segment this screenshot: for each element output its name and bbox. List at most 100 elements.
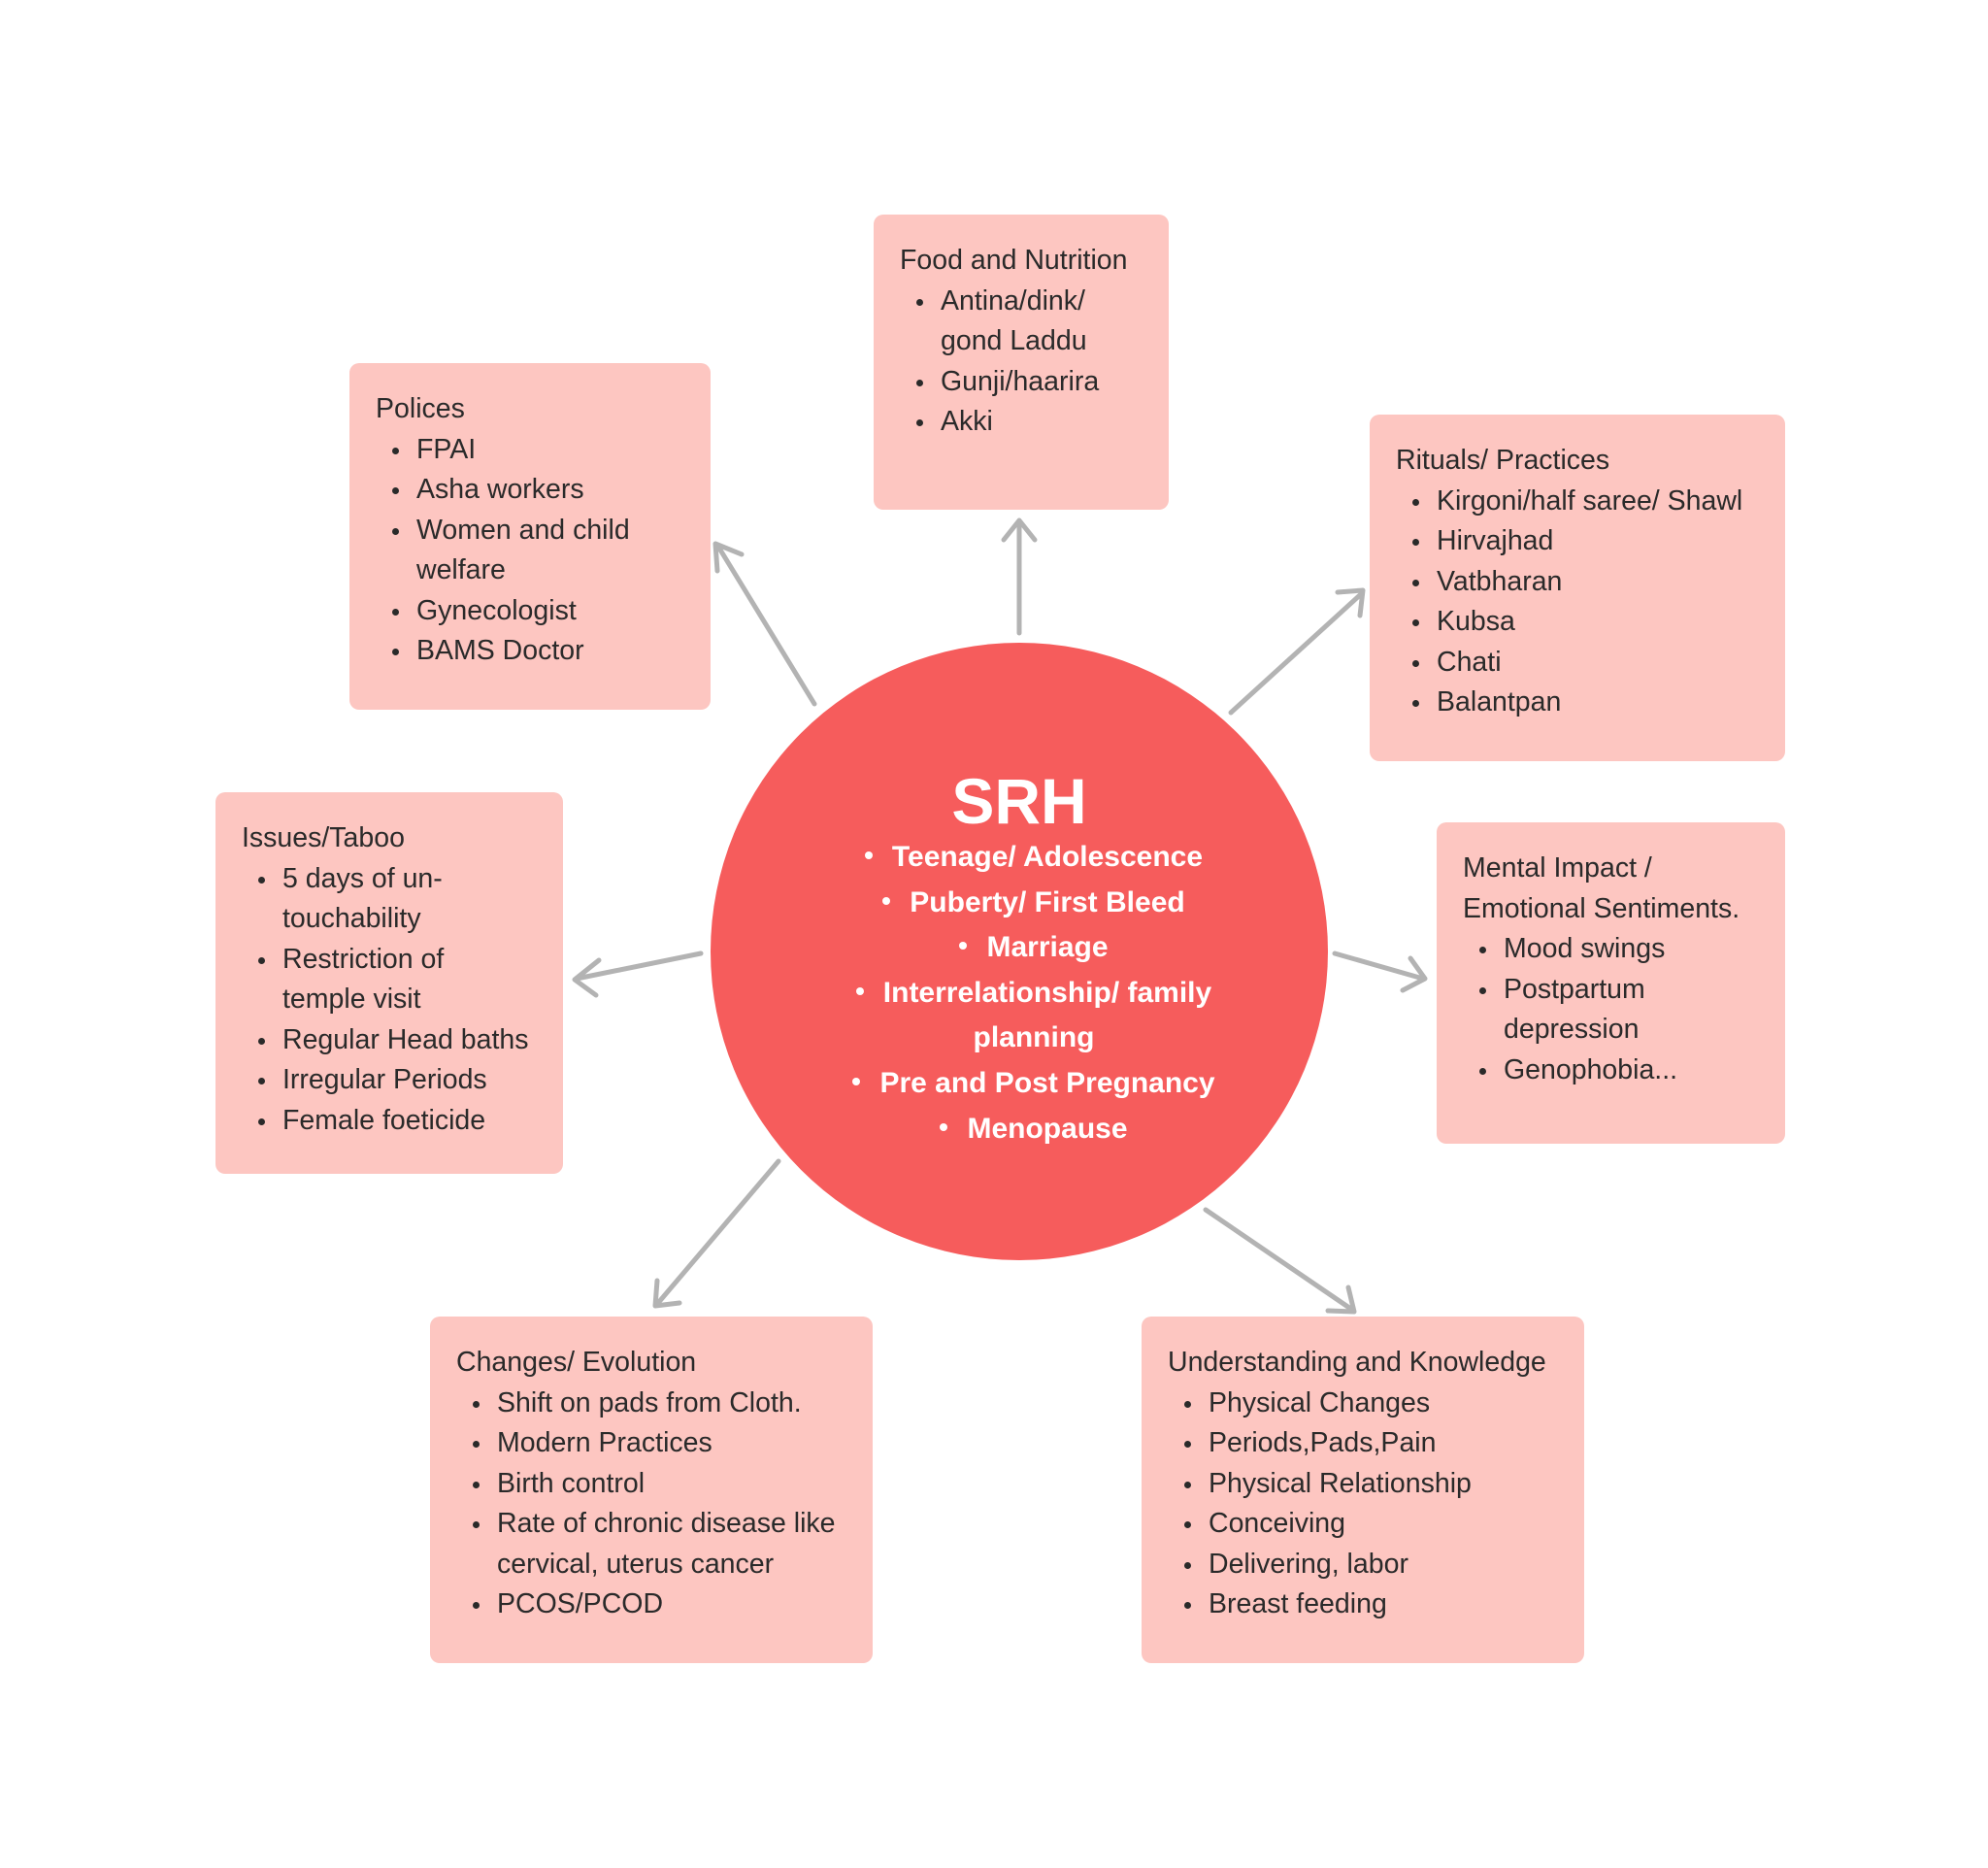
arrow-to-changes [652, 1158, 781, 1309]
list-item-text: Rate of chronic disease like [497, 1508, 836, 1539]
srh-hub: SRH Teenage/ Adolescence Puberty/ First … [711, 643, 1328, 1260]
list-item: Delivering, labor [1184, 1545, 1558, 1585]
arrow-to-rituals [1228, 587, 1366, 716]
bullet-icon [959, 942, 968, 951]
hub-topic: Teenage/ Adolescence [740, 835, 1328, 881]
list-item: Asha workers [392, 470, 684, 511]
list-item: Regular Head baths [258, 1020, 537, 1061]
list-item-text: FPAI [416, 433, 477, 465]
list-item: Akki [916, 402, 1143, 443]
card-title: Emotional Sentiments. [1463, 892, 1740, 924]
card-title: Food and Nutrition [900, 245, 1128, 276]
list-item-text: gond Laddu [941, 325, 1087, 356]
list-item: Kirgoni/half saree/ Shawl [1412, 482, 1759, 522]
list-item: Modern Practices [473, 1423, 846, 1464]
bullet-icon [852, 1078, 861, 1086]
list-item: Gunji/haarira [916, 362, 1143, 403]
bullet-icon [940, 1122, 948, 1131]
list-item-text: Genophobia... [1504, 1053, 1678, 1085]
list-item-text: Antina/dink/ [941, 284, 1085, 317]
list-item-text: temple visit [282, 984, 421, 1015]
list-item-text: 5 days of un- [282, 862, 443, 894]
hub-title: SRH [951, 765, 1087, 837]
list-item-text: BAMS Doctor [416, 635, 584, 666]
list-item-text: Shift on pads from Cloth. [497, 1386, 802, 1418]
list-item-text: Delivering, labor [1209, 1548, 1408, 1580]
list-item: Chati [1412, 643, 1759, 684]
hub-topic: Puberty/ First Bleed [740, 881, 1328, 926]
list-item: 5 days of un-touchability [258, 859, 537, 940]
list-item-text: Kubsa [1437, 606, 1515, 637]
list-item: Mood swings [1479, 929, 1759, 970]
hub-topic: Pre and Post Pregnancy [740, 1061, 1328, 1107]
list-item-text: Modern Practices [497, 1427, 712, 1458]
list-item: Physical Relationship [1184, 1464, 1558, 1505]
list-item-text: Vatbharan [1437, 565, 1563, 597]
card-item-list: Shift on pads from Cloth. Modern Practice… [456, 1384, 846, 1625]
arrow-to-policies [712, 541, 817, 707]
list-item-text: Irregular Periods [282, 1064, 487, 1095]
list-item-text: cervical, uterus cancer [497, 1548, 775, 1580]
list-item: FPAI [392, 430, 684, 471]
list-item: Hirvajhad [1412, 521, 1759, 562]
list-item: Genophobia... [1479, 1051, 1759, 1091]
list-item: Periods,Pads,Pain [1184, 1423, 1558, 1464]
list-item-text: Akki [941, 406, 993, 437]
list-item: Shift on pads from Cloth. [473, 1384, 846, 1424]
arrow-to-understanding [1203, 1207, 1357, 1315]
list-item: Vatbharan [1412, 562, 1759, 603]
list-item-text: Asha workers [416, 474, 584, 505]
list-item-text: Birth control [497, 1467, 646, 1499]
list-item-text: Conceiving [1209, 1508, 1345, 1539]
list-item-text: Breast feeding [1209, 1588, 1387, 1619]
list-item: PCOS/PCOD [473, 1584, 846, 1625]
list-item: Female foeticide [258, 1101, 537, 1142]
hub-topic: Menopause [740, 1107, 1328, 1152]
list-item: Balantpan [1412, 683, 1759, 723]
list-item: Rate of chronic disease like cervical, ut… [473, 1504, 846, 1584]
list-item-text: Kirgoni/half saree/ Shawl [1437, 484, 1743, 517]
bullet-icon [855, 986, 864, 995]
card-title: Polices [376, 393, 465, 424]
list-item: BAMS Doctor [392, 631, 684, 672]
list-item: Antina/dink/gond Laddu [916, 282, 1143, 362]
mental-impact-card: Mental Impact / Emotional Sentiments. Mood… [1437, 822, 1785, 1144]
hub-topic-list: Teenage/ Adolescence Puberty/ First Blee… [740, 835, 1328, 1151]
list-item-text: touchability [282, 903, 421, 934]
list-item: Conceiving [1184, 1504, 1558, 1545]
list-item: Irregular Periods [258, 1060, 537, 1101]
list-item-text: Chati [1437, 646, 1502, 678]
list-item-text: Regular Head baths [282, 1023, 529, 1055]
card-title: Issues/Taboo [242, 822, 405, 853]
bullet-icon [864, 851, 873, 860]
list-item-text: Mood swings [1504, 933, 1666, 964]
list-item: Physical Changes [1184, 1384, 1558, 1424]
list-item-text: Physical Relationship [1209, 1467, 1472, 1499]
list-item-text: Female foeticide [282, 1104, 486, 1136]
list-item: Kubsa [1412, 602, 1759, 643]
card-title: Understanding and Knowledge [1168, 1347, 1546, 1378]
list-item: Birth control [473, 1464, 846, 1505]
list-item-text: depression [1504, 1014, 1640, 1045]
card-title: Mental Impact / [1463, 852, 1652, 884]
bullet-icon [882, 896, 891, 905]
hub-topic: Marriage [740, 925, 1328, 971]
arrow-to-issues [572, 951, 704, 998]
list-item-text: Hirvajhad [1437, 525, 1554, 556]
